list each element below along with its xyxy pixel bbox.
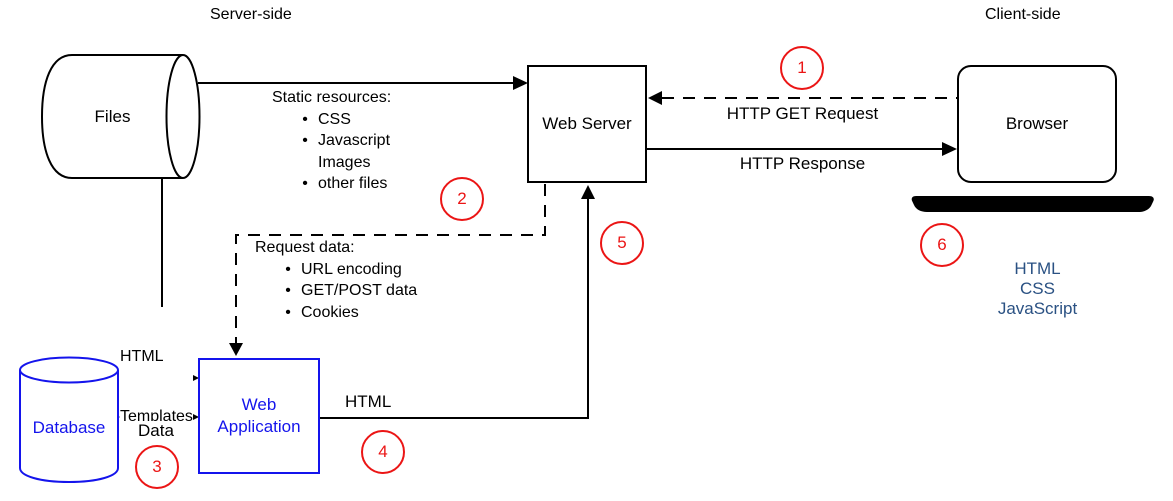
database-cylinder-cap[interactable]	[19, 356, 119, 384]
list-item-text: Images	[318, 153, 371, 171]
web-server-label: Web Server	[542, 114, 632, 133]
static-resources-title: Static resources:	[272, 89, 392, 106]
server-side-title: Server-side	[210, 6, 292, 23]
bullet-glyph: •	[285, 260, 291, 278]
step-badge-2: 2	[440, 177, 484, 221]
bullet-glyph	[292, 152, 318, 174]
http-get-request-label: HTTP GET Request	[726, 104, 879, 123]
edge-http-response-arrowhead	[942, 142, 957, 156]
list-item: Images	[272, 152, 391, 174]
bullet-glyph: •	[302, 110, 308, 128]
client-tech-css: CSS	[1020, 279, 1055, 298]
list-item-text: URL encoding	[301, 260, 402, 278]
client-side-title: Client-side	[985, 6, 1061, 23]
list-item-text: CSS	[318, 110, 351, 128]
list-item-text: other files	[318, 175, 388, 192]
list-item: • URL encoding	[255, 259, 417, 281]
step-badge-6: 6	[920, 223, 964, 267]
edge-request-data-line	[235, 184, 546, 344]
step-badge-4: 4	[361, 430, 405, 474]
files-cylinder-shape[interactable]	[40, 54, 183, 179]
bullet-glyph: •	[285, 282, 291, 299]
files-node-label: Files	[94, 106, 131, 126]
bullet-glyph: •	[302, 132, 308, 149]
web-application-label-line1: Web	[241, 395, 277, 414]
edge-html-arrowhead	[581, 185, 595, 199]
database-node-label: Database	[32, 418, 106, 437]
edge-html-line	[320, 199, 589, 419]
edge-static-resources-arrowhead	[513, 76, 528, 90]
web-application-node[interactable]: Web Application	[198, 358, 320, 474]
html-templates-label-line1: HTML	[120, 348, 164, 365]
bullet-glyph: •	[302, 175, 308, 192]
list-item-text: Javascript	[318, 132, 391, 149]
request-data-note: Request data: • URL encoding • GET/POST …	[255, 237, 417, 323]
html-templates-label-line2: Templates	[120, 408, 193, 425]
database-cylinder-shape[interactable]	[19, 370, 119, 484]
html-label: HTML	[345, 392, 392, 411]
web-server-node[interactable]: Web Server	[527, 65, 647, 183]
http-response-label: HTTP Response	[739, 154, 866, 173]
static-resources-note: Static resources: • CSS • Javascript Ima…	[272, 87, 391, 195]
list-item: • GET/POST data	[255, 280, 417, 302]
data-label: Data	[138, 421, 174, 441]
edge-http-get-arrowhead	[648, 91, 662, 105]
files-cylinder-cap[interactable]	[165, 54, 201, 179]
request-data-title: Request data:	[255, 239, 355, 256]
list-item: • other files	[272, 173, 391, 195]
client-tech-javascript: JavaScript	[997, 299, 1078, 318]
laptop-base-bar	[911, 196, 1154, 212]
browser-node[interactable]: Browser	[957, 65, 1117, 183]
web-application-label: Web Application	[217, 394, 300, 438]
client-tech-html: HTML	[1014, 259, 1061, 278]
client-tech-list: HTML CSS JavaScript	[960, 259, 1115, 319]
web-application-label-line2: Application	[217, 417, 301, 436]
step-badge-5: 5	[600, 221, 644, 265]
bullet-glyph: •	[285, 303, 291, 321]
list-item: • Javascript	[272, 130, 391, 152]
list-item: • Cookies	[255, 302, 417, 324]
step-badge-3: 3	[135, 445, 179, 489]
step-badge-1: 1	[780, 46, 824, 90]
list-item: • CSS	[272, 109, 391, 131]
list-item-text: Cookies	[301, 303, 359, 321]
list-item-text: GET/POST data	[301, 282, 418, 299]
html-templates-label: HTML Templates	[120, 307, 193, 467]
edge-request-data-arrowhead	[229, 343, 243, 356]
browser-label: Browser	[1005, 114, 1069, 133]
